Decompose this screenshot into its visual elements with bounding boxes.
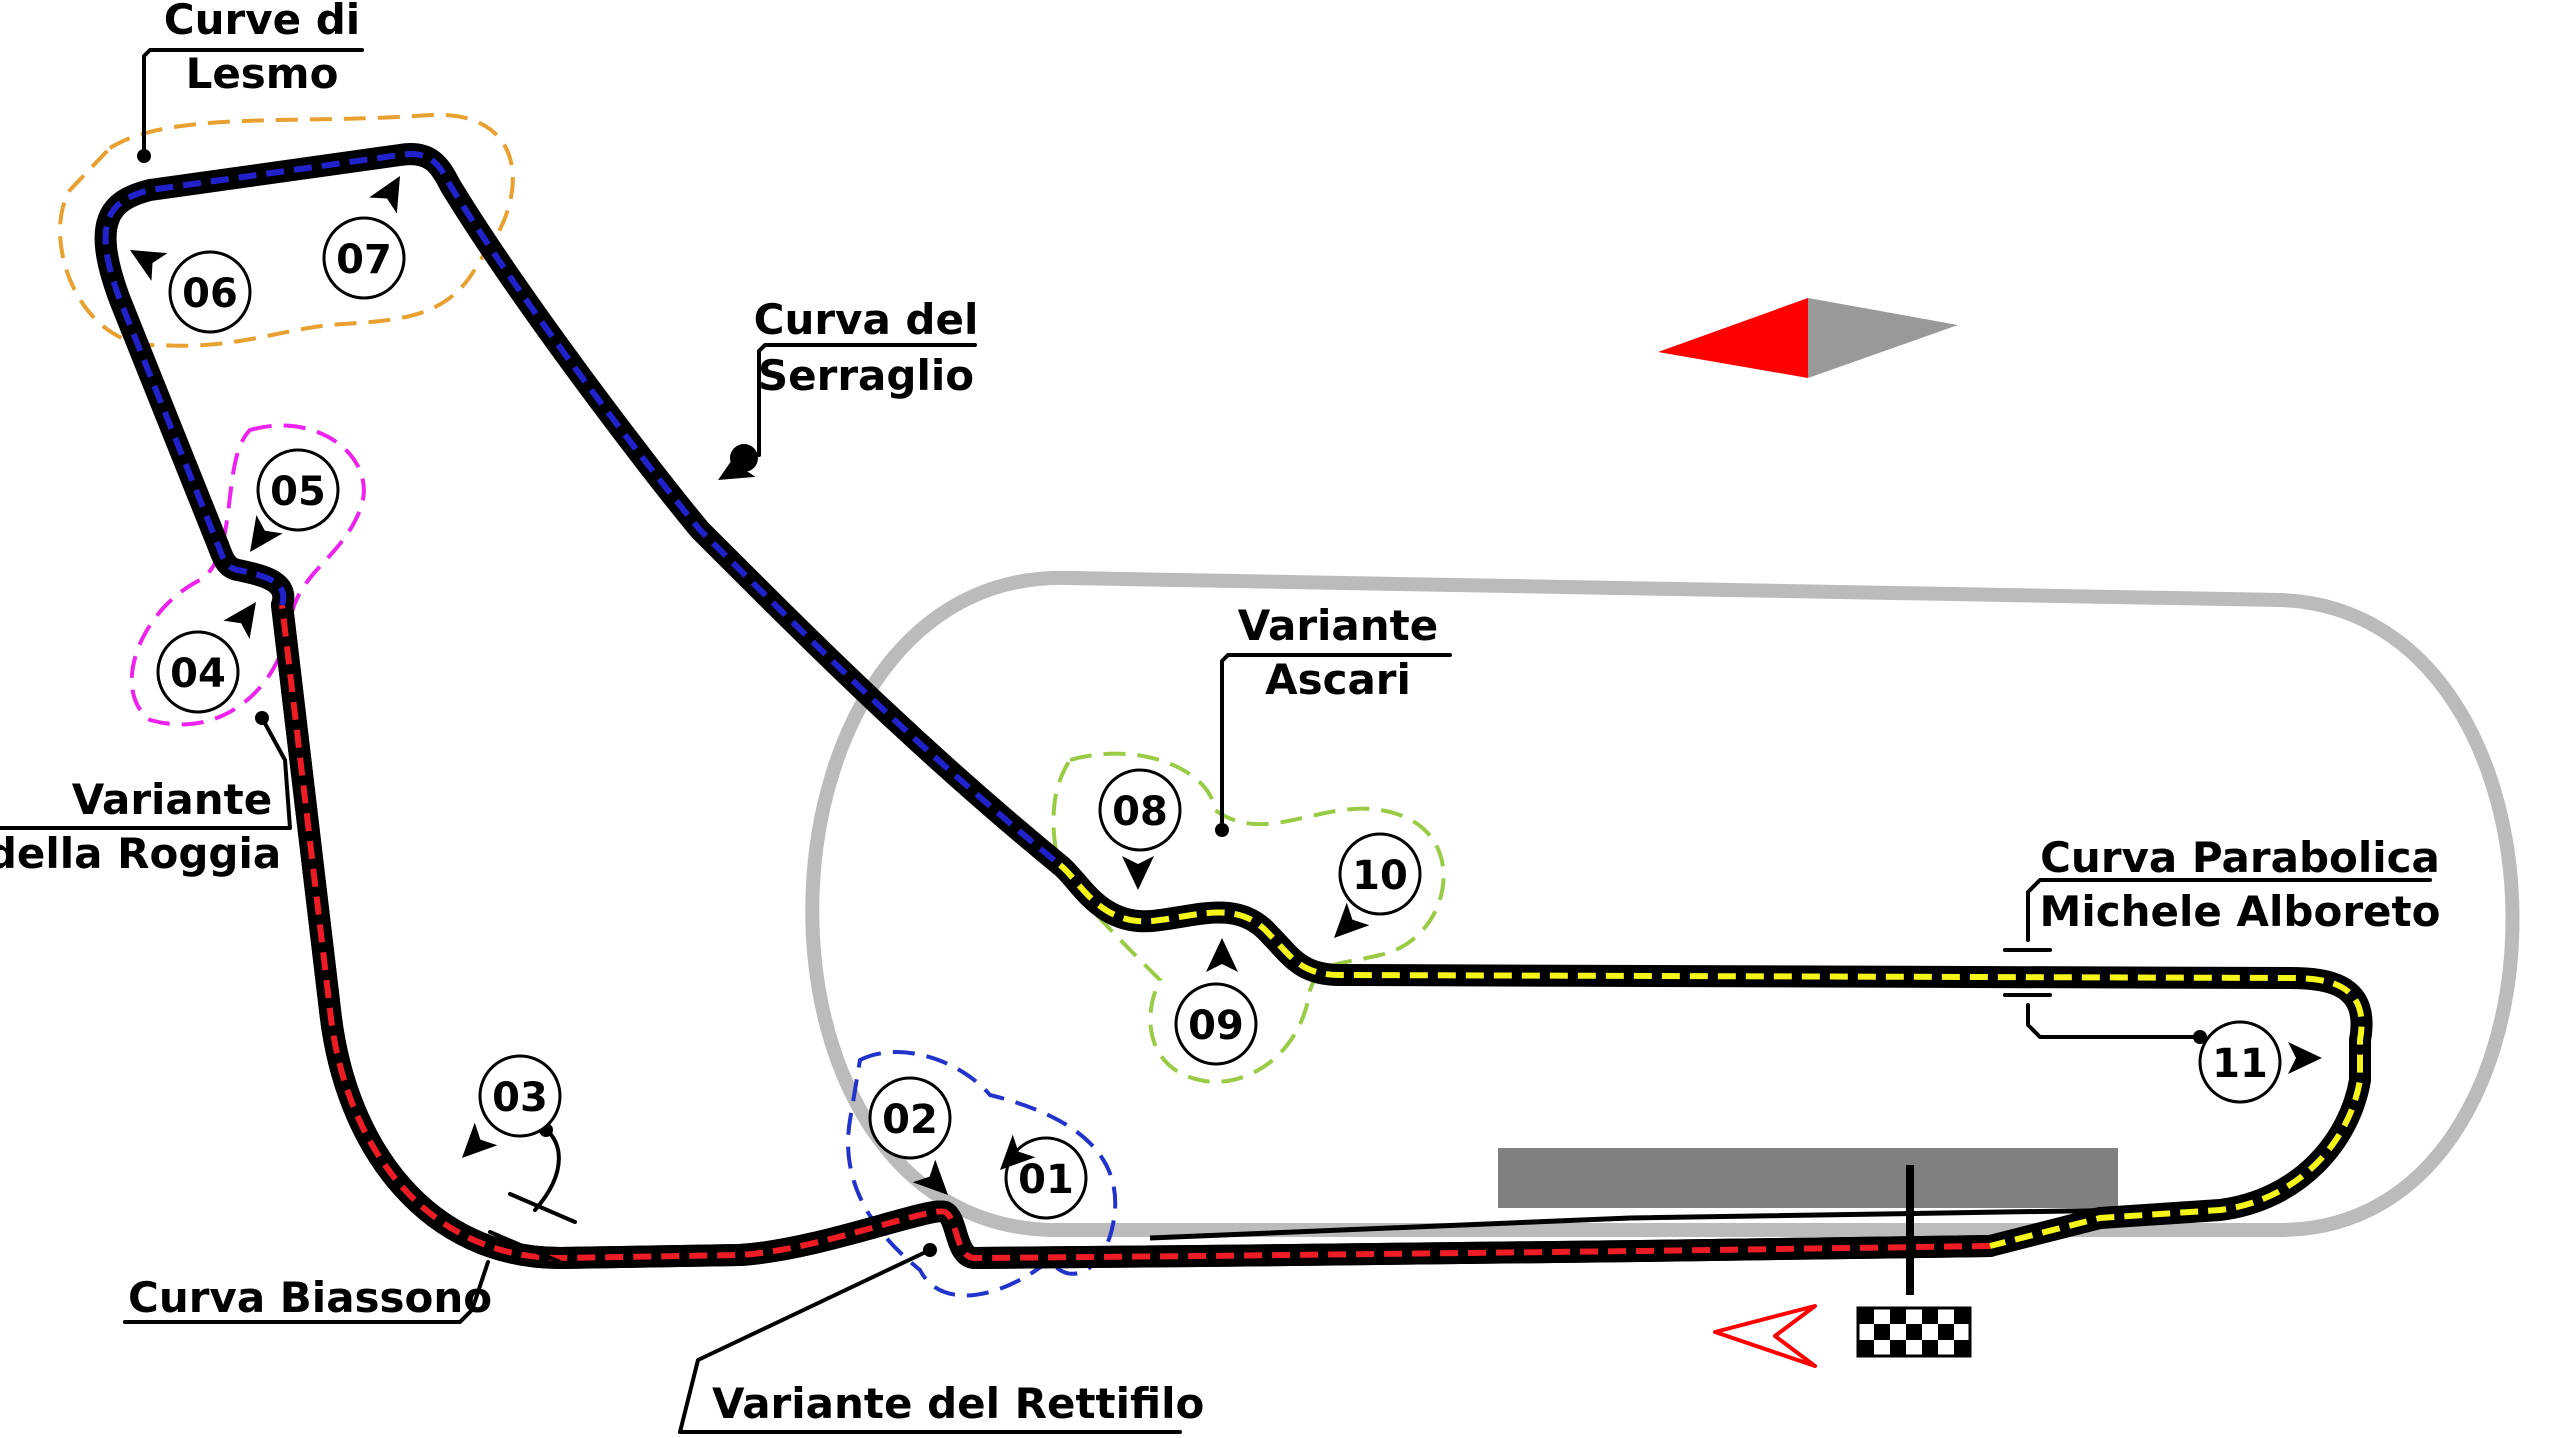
label-serraglio: Curva del Serraglio (754, 295, 979, 400)
turn-number: 04 (170, 651, 226, 697)
track-sector-2 (94, 143, 1071, 876)
sector-2-dash (102, 151, 1062, 868)
label-ascari-line-2: Ascari (1265, 655, 1411, 704)
direction-arrow-icon (1713, 1304, 1817, 1368)
turn-circle (1174, 982, 1258, 1066)
turn-marker-03: 03 (478, 1054, 562, 1138)
turn-number: 01 (1018, 1157, 1074, 1203)
turn-circle (478, 1054, 562, 1138)
turn-number: 06 (182, 271, 238, 317)
turn-circle (1338, 832, 1422, 916)
zone-roggia (129, 423, 366, 727)
label-roggia-line-1: Variante (72, 775, 272, 824)
label-serraglio-line-1: Curva del (754, 295, 979, 344)
leader-lines (0, 48, 2432, 1434)
turn-marker-05: 05 (256, 448, 340, 532)
turn-circle (868, 1076, 952, 1160)
label-serraglio-line-2: Serraglio (758, 351, 974, 400)
pit-building (1498, 1148, 2118, 1208)
turn-marker-07: 07 (322, 216, 406, 300)
turn-circle (2198, 1020, 2282, 1104)
turn-circle (256, 448, 340, 532)
turn-circle (322, 216, 406, 300)
turn-marker-08: 08 (1098, 768, 1182, 852)
turn-number: 11 (2212, 1041, 2268, 1087)
turn-marker-01: 01 (1004, 1136, 1088, 1220)
label-roggia: Variante della Roggia (0, 775, 281, 878)
turn-marker-09: 09 (1174, 982, 1258, 1066)
turn-marker-04: 04 (156, 630, 240, 714)
turn-marker-10: 10 (1338, 832, 1422, 916)
turn-number: 07 (336, 237, 392, 283)
zone-rettifilo (846, 1050, 1118, 1298)
label-roggia-line-2: della Roggia (0, 829, 281, 878)
turn-number: 02 (882, 1097, 938, 1143)
pit-lane (1149, 1207, 2131, 1241)
turn-marker-02: 02 (868, 1076, 952, 1160)
label-lesmo-line-1: Curve di (164, 0, 360, 44)
turn-number: 08 (1112, 789, 1168, 835)
turn-circle (1098, 768, 1182, 852)
turn-marker-11: 11 (2198, 1020, 2282, 1104)
label-ascari: Variante Ascari (1238, 601, 1438, 704)
turn-number: 03 (492, 1075, 548, 1121)
track (94, 143, 2373, 1269)
turn-number: 09 (1188, 1003, 1244, 1049)
zone-lesmo (58, 112, 515, 348)
label-rettifilo: Variante del Rettifilo (712, 1379, 1204, 1428)
label-lesmo-line-2: Lesmo (186, 49, 339, 98)
turn-number: 05 (270, 469, 326, 515)
label-lesmo: Curve di Lesmo (164, 0, 360, 98)
chequered-flag-icon (1856, 1306, 1972, 1358)
sector-3-dash (1058, 862, 2365, 1249)
turn-markers: 01 02 03 04 05 06 07 08 09 10 11 (156, 216, 2282, 1220)
label-biassono: Curva Biassono (128, 1273, 492, 1322)
north-arrow-icon (1658, 298, 1958, 378)
label-ascari-line-1: Variante (1238, 601, 1438, 650)
label-parabolica: Curva Parabolica Michele Alboreto (2040, 833, 2441, 936)
turn-circle (168, 250, 252, 334)
label-parabolica-line-1: Curva Parabolica (2040, 833, 2440, 882)
turn-number: 10 (1352, 853, 1408, 899)
turn-circle (156, 630, 240, 714)
sector-1-dash (279, 604, 1991, 1262)
turn-marker-06: 06 (168, 250, 252, 334)
old-oval-track (805, 570, 2520, 1237)
label-parabolica-line-2: Michele Alboreto (2040, 887, 2441, 936)
